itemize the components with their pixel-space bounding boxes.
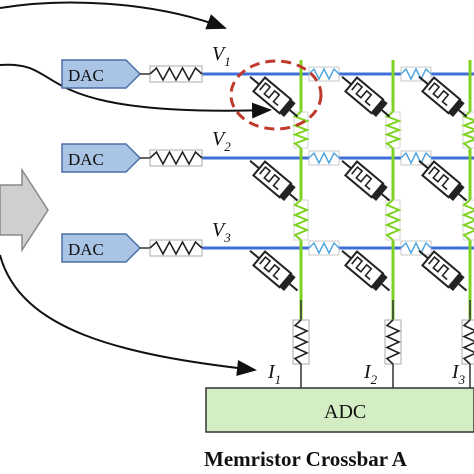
current-label-3: I3: [451, 361, 466, 387]
output-resistor: [384, 300, 402, 388]
input-resistor: [140, 149, 203, 167]
column-resistor: [461, 111, 474, 149]
dac-label: DAC: [68, 150, 104, 169]
row-resistor: [308, 150, 340, 166]
row-resistor: [400, 240, 432, 256]
column-resistor: [461, 199, 474, 241]
dac-label: DAC: [68, 240, 104, 259]
memristor-cell: [418, 75, 468, 118]
column-resistor: [292, 199, 310, 241]
dac-block-1: DAC: [61, 59, 142, 89]
input-curve-arrow-1: [0, 1, 227, 30]
column-resistor: [384, 111, 402, 149]
diagram-title: Memristor Crossbar A: [204, 447, 408, 471]
dac-label: DAC: [68, 66, 104, 85]
memristor-cell: [341, 75, 391, 118]
row-resistor: [400, 150, 432, 166]
flow-arrow-icon: [0, 167, 49, 253]
dac-block-3: DAC: [61, 233, 142, 263]
memristor-cell: [341, 249, 391, 292]
highlight-circle: [229, 59, 323, 131]
memristor-cell: [418, 159, 468, 202]
row-resistor: [400, 66, 432, 82]
row-lines: [202, 66, 474, 256]
current-label-1: I1: [267, 361, 281, 387]
memristor-cell: [249, 75, 299, 118]
dac-blocks: DAC DAC DAC: [61, 59, 142, 263]
adc-block: [205, 387, 474, 433]
voltage-label-3: V3: [212, 219, 231, 245]
adc-label: ADC: [324, 401, 366, 423]
output-resistors: [292, 300, 474, 388]
row-resistor: [308, 240, 340, 256]
memristor-cell: [249, 249, 299, 292]
memristor-cell: [418, 249, 468, 292]
memristor-cell: [249, 159, 299, 202]
column-lines: [292, 60, 474, 320]
input-resistor: [140, 65, 203, 83]
voltage-label-2: V2: [212, 128, 231, 154]
output-resistor: [461, 300, 474, 388]
dac-block-2: DAC: [61, 143, 142, 173]
row-resistor: [308, 66, 340, 82]
memristor-cell: [341, 159, 391, 202]
voltage-label-1: V1: [212, 43, 231, 69]
memristor-cells: [249, 75, 468, 292]
output-resistor: [292, 300, 310, 388]
column-resistor: [384, 199, 402, 241]
input-resistors: [140, 65, 203, 257]
input-resistor: [140, 239, 203, 257]
current-label-2: I2: [363, 361, 378, 387]
column-resistor: [292, 111, 310, 149]
input-curve-arrow-3: [0, 254, 257, 376]
